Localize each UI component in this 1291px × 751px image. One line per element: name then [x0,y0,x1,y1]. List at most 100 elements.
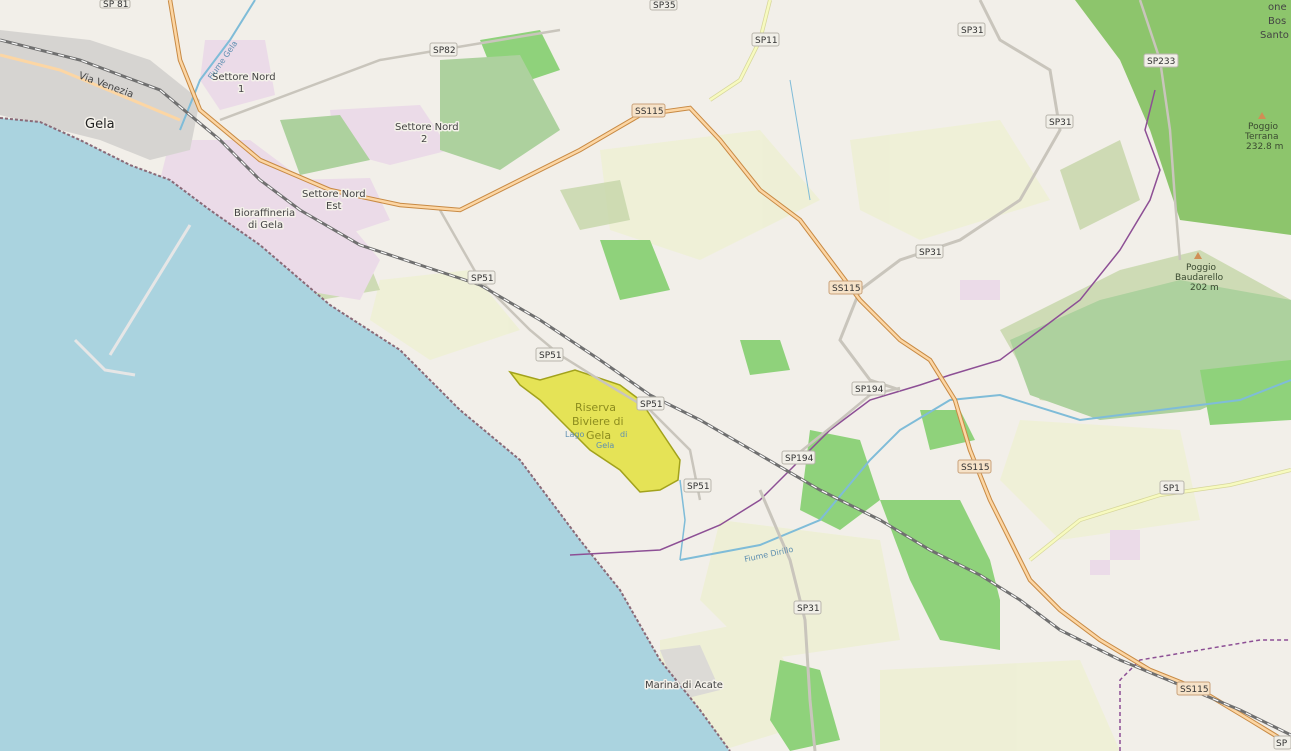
vineyard-7 [740,340,790,375]
svg-text:SP 81: SP 81 [103,0,128,10]
place-settore-nord-2-l1: Settore Nord [395,122,459,133]
shield-sp31-top[interactable]: SP31 [957,22,986,37]
terrana-elevation: 232.8 m [1246,142,1283,152]
secondary-roads [219,0,1291,751]
sp31-road [838,0,1062,392]
admin-borders [569,89,1291,751]
shield-sp51-b[interactable]: SP51 [535,347,564,362]
shield-sp-edge[interactable]: SP [1273,735,1291,750]
place-bosco-l1: Bos [1268,16,1286,27]
border-2 [1119,639,1291,751]
lake-label-l2: di [620,430,627,439]
terrana-name-l2: Terrana [1244,132,1278,142]
sp11-road-fill [709,0,772,102]
svg-text:SP51: SP51 [539,351,562,361]
place-settore-nord-1-l1: Settore Nord [212,72,276,83]
place-marina-di-acate: Marina di Acate [645,680,723,691]
baudarello-name-l1: Poggio [1186,263,1217,273]
reserve-label-l2: Biviere di [572,415,624,428]
shield-ss115-d[interactable]: SS115 [1176,681,1211,696]
fiume-dirillo-line [679,379,1291,561]
shield-sp51-a[interactable]: SP51 [467,270,496,285]
svg-text:SP1: SP1 [1163,484,1180,494]
svg-text:SP11: SP11 [755,36,778,46]
svg-text:SS115: SS115 [961,463,990,473]
industrial-block-mid [960,280,1000,300]
shield-ss115-c[interactable]: SS115 [957,459,992,474]
lake-label-l1: Lago [565,430,584,439]
svg-text:SP31: SP31 [961,26,984,36]
industrial-block-right-1 [1110,530,1140,560]
place-bioraffineria-l1: Bioraffineria [234,208,295,219]
coastline [0,117,731,751]
stream-2 [789,79,811,201]
reserve-label-l3: Gela [586,429,611,442]
shield-sp82[interactable]: SP82 [429,42,458,57]
place-bioraffineria-l2: di Gela [248,220,283,231]
shield-ss115-a[interactable]: SS115 [631,103,666,118]
stream-1 [679,479,686,561]
border-1 [569,89,1161,556]
shield-sp81-partial[interactable]: SP 81 [99,0,131,10]
vineyard-8 [1200,360,1291,425]
baudarello-peak-icon [1194,252,1202,259]
vineyard-1 [800,430,880,530]
baudarello-name-l2: Baudarello [1175,273,1224,283]
place-settore-nord-1-l2: 1 [238,84,244,95]
place-settore-nord-est-l2: Est [326,201,342,212]
sp1-road-fill [1029,468,1291,561]
place-settore-nord-est-l1: Settore Nord [302,189,366,200]
sea [0,118,730,751]
settore-nord-est-area [290,178,390,240]
industrial-block-right-2 [1090,560,1110,575]
svg-text:SP233: SP233 [1147,57,1175,67]
svg-text:SP31: SP31 [919,248,942,258]
shield-sp233[interactable]: SP233 [1143,53,1179,68]
wood-patch-2 [280,115,370,175]
shield-sp31-a[interactable]: SP31 [1045,114,1074,129]
pier [73,224,192,377]
vineyard-4 [770,660,840,751]
sp233-road [1138,0,1182,261]
settore-nord-1-area [200,40,275,110]
svg-text:SP194: SP194 [855,385,884,395]
shield-sp194-b[interactable]: SP194 [781,450,816,465]
svg-text:SP31: SP31 [797,604,820,614]
terrana-peak-icon [1258,112,1266,119]
svg-text:SP35: SP35 [653,1,676,11]
lake-label-l3: Gela [596,441,614,450]
shield-sp194-a[interactable]: SP194 [851,381,886,396]
svg-text:SP82: SP82 [433,46,456,56]
shield-sp51-d[interactable]: SP51 [683,478,712,493]
via-venezia-road [0,53,181,122]
place-gela: Gela [85,117,115,132]
shield-sp51-c[interactable]: SP51 [636,396,665,411]
reserve-label-l1: Riserva [575,401,616,414]
svg-text:SS115: SS115 [832,284,861,294]
sp31-south [758,489,817,751]
fiume-gela-line [179,0,256,131]
rivers [179,0,1291,561]
svg-text:SS115: SS115 [1180,685,1209,695]
svg-text:SP51: SP51 [687,482,710,492]
railway [0,38,1291,737]
place-top-right-partial: one [1268,2,1287,13]
sp82-road [219,28,561,122]
wood-patch-1 [440,55,560,170]
ss115-fill [168,0,1291,747]
baudarello-elevation: 202 m [1190,283,1219,293]
shield-sp11[interactable]: SP11 [751,32,780,47]
shield-sp1[interactable]: SP1 [1159,480,1185,495]
terrana-name-l1: Poggio [1248,122,1279,132]
svg-text:SP: SP [1276,739,1288,749]
shield-ss115-b[interactable]: SS115 [828,280,863,295]
road-shields: SP82 SP11 SP35 SP31 SP233 SP31 SP31 SP31… [99,0,1291,750]
shield-sp31-b[interactable]: SP31 [915,244,944,259]
svg-text:SP31: SP31 [1049,118,1072,128]
shield-sp35[interactable]: SP35 [649,0,678,11]
shield-sp31-c[interactable]: SP31 [793,600,822,615]
bosco-forest [1075,0,1291,235]
